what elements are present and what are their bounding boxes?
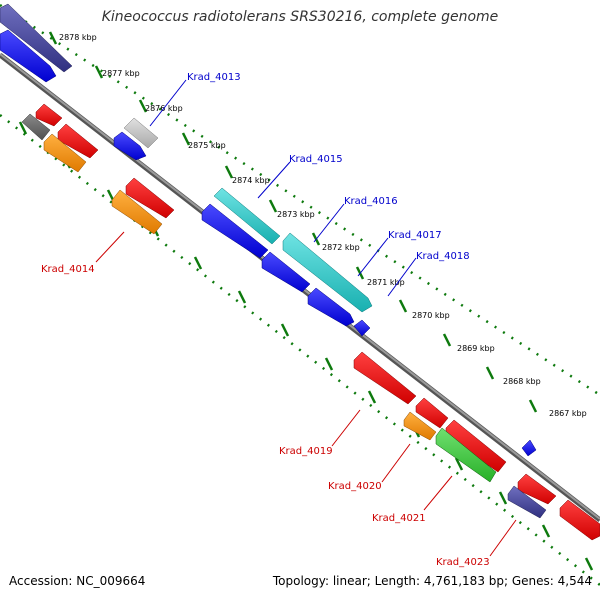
genome-summary-text: Topology: linear; Length: 4,761,183 bp; … (272, 574, 592, 588)
gene-feature[interactable] (111, 189, 163, 235)
gene-label-krad-4023[interactable]: Krad_4023 (436, 557, 490, 568)
leader-krad-4017 (357, 237, 389, 277)
gene-feature[interactable] (307, 287, 355, 327)
tick-mark (485, 366, 495, 380)
leader-krad-4018 (387, 257, 417, 297)
tick-tracks (0, 3, 600, 586)
map-title: Kineococcus radiotolerans SRS30216, comp… (101, 9, 499, 25)
gene-label-krad-4018[interactable]: Krad_4018 (416, 251, 470, 262)
leader-krad-4021 (423, 475, 453, 511)
gene-feature[interactable] (213, 187, 281, 245)
tick-mark (181, 132, 191, 146)
tick-label-2877: 2877 kbp (102, 69, 140, 78)
gene-label-krad-4021[interactable]: Krad_4021 (372, 513, 426, 524)
gene-label-krad-4014[interactable]: Krad_4014 (41, 264, 95, 275)
gene-feature[interactable] (0, 29, 57, 83)
gene-feature[interactable] (113, 131, 147, 161)
tick-mark (18, 121, 28, 135)
gene-feature[interactable] (353, 319, 371, 337)
gene-feature[interactable] (123, 117, 159, 149)
gene-feature[interactable] (521, 439, 537, 457)
tick-label-2872: 2872 kbp (322, 243, 360, 252)
gene-label-krad-4016[interactable]: Krad_4016 (344, 196, 398, 207)
leader-krad-4014 (95, 231, 125, 263)
tick-mark (94, 65, 104, 79)
gene-labels: Krad_4013 Krad_4015 Krad_4016 Krad_4017 … (41, 72, 490, 568)
tick-label-2869: 2869 kbp (457, 344, 495, 353)
gene-feature[interactable] (435, 427, 497, 483)
gene-feature[interactable] (415, 397, 449, 429)
tick-mark (528, 399, 538, 413)
gene-feature[interactable] (282, 232, 373, 313)
gene-feature[interactable] (43, 133, 87, 173)
leader-krad-4013 (149, 79, 187, 127)
gene-label-krad-4017[interactable]: Krad_4017 (388, 230, 442, 241)
tick-mark (280, 323, 290, 337)
gene-label-krad-4013[interactable]: Krad_4013 (187, 72, 241, 83)
gene-label-krad-4015[interactable]: Krad_4015 (289, 154, 343, 165)
tick-mark (48, 31, 58, 45)
leader-krad-4015 (257, 161, 291, 199)
tick-label-2875: 2875 kbp (188, 141, 226, 150)
accession-text: Accession: NC_009664 (9, 574, 146, 588)
tick-mark (584, 557, 594, 571)
tick-label-2870: 2870 kbp (412, 311, 450, 320)
tick-marks (18, 31, 594, 571)
tick-mark (193, 256, 203, 270)
gene-feature[interactable] (403, 411, 437, 441)
gene-feature[interactable] (559, 499, 600, 541)
gene-label-krad-4020[interactable]: Krad_4020 (328, 481, 382, 492)
gene-feature[interactable] (21, 113, 51, 141)
tick-label-2878: 2878 kbp (59, 33, 97, 42)
tick-label-2868: 2868 kbp (503, 377, 541, 386)
gene-feature[interactable] (0, 3, 73, 73)
tick-mark (398, 299, 408, 313)
tick-mark (268, 199, 278, 213)
tick-mark (237, 290, 247, 304)
tick-mark (367, 390, 377, 404)
tick-mark (454, 457, 464, 471)
leader-krad-4023 (489, 519, 517, 557)
gene-feature[interactable] (125, 177, 175, 219)
tick-mark (224, 165, 234, 179)
reverse-track-outer (0, 114, 600, 586)
gene-feature[interactable] (261, 251, 311, 293)
tick-labels: 2878 kbp 2877 kbp 2876 kbp 2875 kbp 2874… (59, 33, 587, 418)
tick-label-2867: 2867 kbp (549, 409, 587, 418)
leader-krad-4019 (331, 409, 361, 447)
reverse-genes (21, 103, 600, 541)
gene-feature[interactable] (507, 485, 547, 519)
tick-mark (442, 333, 452, 347)
gene-feature[interactable] (35, 103, 63, 127)
tick-label-2873: 2873 kbp (277, 210, 315, 219)
gene-feature[interactable] (353, 351, 417, 405)
leader-krad-4016 (313, 203, 345, 243)
tick-label-2874: 2874 kbp (232, 176, 270, 185)
tick-mark (324, 357, 334, 371)
tick-mark (541, 524, 551, 538)
tick-label-2871: 2871 kbp (367, 278, 405, 287)
tick-mark (138, 99, 148, 113)
forward-genes (0, 3, 537, 457)
gene-label-krad-4019[interactable]: Krad_4019 (279, 446, 333, 457)
tick-mark (498, 491, 508, 505)
label-leaders (95, 79, 517, 557)
leader-krad-4020 (381, 443, 411, 483)
forward-track-outer (0, 3, 600, 397)
gene-feature[interactable] (517, 473, 557, 505)
gene-feature[interactable] (201, 203, 269, 259)
